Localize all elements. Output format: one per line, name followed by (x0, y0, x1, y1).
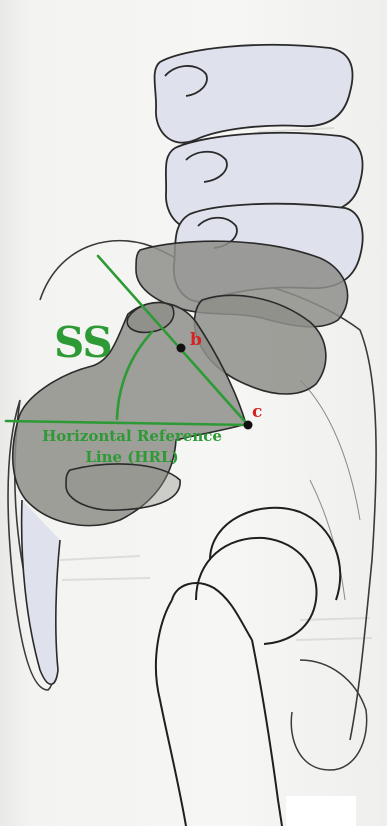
point-b-label: b (190, 332, 202, 349)
point-b-marker (177, 344, 186, 353)
point-c-label: c (252, 404, 262, 421)
femoral-neck (156, 600, 282, 826)
pelvis-inner-line (300, 380, 360, 600)
sacrum-lower (66, 464, 180, 510)
ischium-outline (291, 660, 366, 770)
hrl-label-line-2: Line (HRL) (36, 447, 228, 468)
horizontal-reference-line-label: Horizontal Reference Line (HRL) (36, 426, 228, 468)
sacrum-shaded (13, 241, 348, 525)
hrl-label-line-1: Horizontal Reference (36, 426, 228, 447)
femoral-head (196, 538, 317, 644)
white-corner-patch (286, 796, 356, 826)
acetabulum-rim (210, 508, 340, 600)
femur (156, 508, 340, 826)
coccyx (22, 500, 60, 684)
greater-trochanter (172, 583, 252, 640)
sacral-slope-label: SS (54, 322, 112, 364)
